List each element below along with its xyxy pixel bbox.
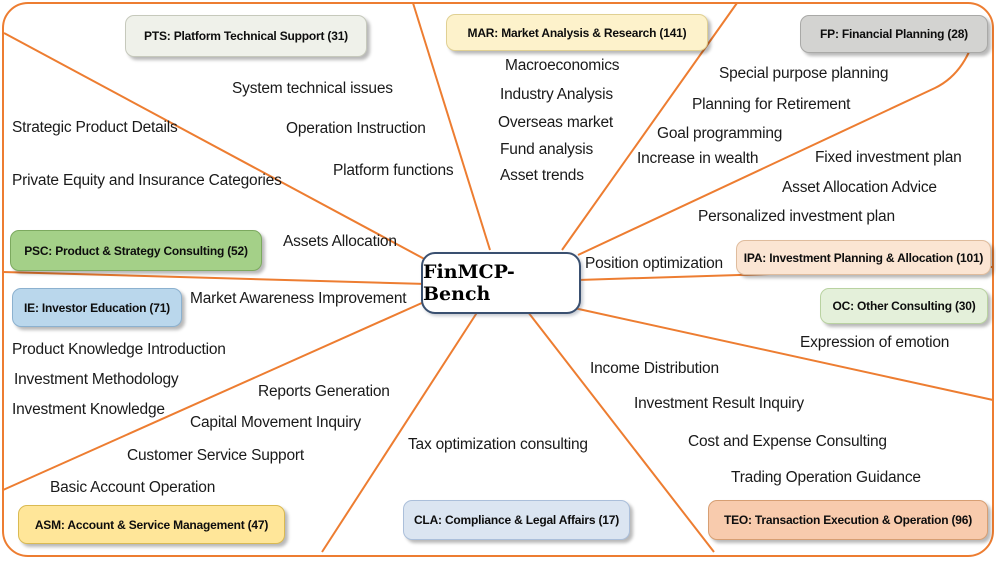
leaf-asset-allocation-advice: Asset Allocation Advice: [782, 179, 937, 196]
category-ie: IE: Investor Education (71): [12, 288, 182, 327]
leaf-basic-account-operation: Basic Account Operation: [50, 479, 216, 496]
category-asm-label: ASM: Account & Service Management (47): [34, 517, 269, 532]
category-ipa: IPA: Investment Planning & Allocation (1…: [736, 240, 991, 275]
leaf-expression-of-emotion: Expression of emotion: [800, 334, 950, 351]
leaf-planning-for-retirement: Planning for Retirement: [692, 96, 851, 113]
leaf-tax-optimization-consulting: Tax optimization consulting: [408, 436, 588, 453]
category-psc-label: PSC: Product & Strategy Consulting (52): [24, 243, 248, 258]
leaf-asset-trends: Asset trends: [500, 167, 584, 184]
leaf-macroeconomics: Macroeconomics: [505, 57, 620, 74]
leaf-industry-analysis: Industry Analysis: [500, 86, 613, 103]
leaf-private-equity-and-insurance-categories: Private Equity and Insurance Categories: [12, 172, 282, 189]
category-cla: CLA: Compliance & Legal Affairs (17): [403, 500, 630, 540]
connector-oc-teo: [573, 307, 994, 401]
category-oc: OC: Other Consulting (30): [820, 288, 988, 324]
leaf-special-purpose-planning: Special purpose planning: [719, 65, 889, 82]
leaf-market-awareness-improvement: Market Awareness Improvement: [190, 290, 407, 307]
leaf-investment-knowledge: Investment Knowledge: [12, 401, 165, 418]
connector-teo-cla: [527, 311, 715, 553]
leaf-strategic-product-details: Strategic Product Details: [12, 119, 178, 136]
leaf-income-distribution: Income Distribution: [590, 360, 719, 377]
leaf-reports-generation: Reports Generation: [258, 383, 390, 400]
connector-ie-psc: [2, 271, 428, 285]
category-mar-label: MAR: Market Analysis & Research (141): [467, 25, 687, 40]
center-title: FinMCP-Bench: [423, 261, 515, 305]
category-fp: FP: Financial Planning (28): [800, 15, 988, 53]
category-fp-label: FP: Financial Planning (28): [820, 27, 968, 41]
leaf-customer-service-support: Customer Service Support: [127, 447, 304, 464]
connector-cla-asm: [321, 310, 479, 553]
connector-mar-fp: [561, 2, 738, 251]
leaf-goal-programming: Goal programming: [657, 125, 783, 142]
leaf-trading-operation-guidance: Trading Operation Guidance: [731, 469, 921, 486]
leaf-assets-allocation: Assets Allocation: [283, 233, 397, 250]
category-ipa-label: IPA: Investment Planning & Allocation (1…: [743, 250, 984, 265]
center-topic: FinMCP-Bench: [421, 252, 581, 314]
category-pts-label: PTS: Platform Technical Support (31): [144, 29, 348, 43]
category-cla-label: CLA: Compliance & Legal Affairs (17): [413, 513, 620, 527]
category-pts: PTS: Platform Technical Support (31): [125, 15, 367, 57]
leaf-cost-and-expense-consulting: Cost and Expense Consulting: [688, 433, 887, 450]
leaf-system-technical-issues: System technical issues: [232, 80, 393, 97]
leaf-capital-movement-inquiry: Capital Movement Inquiry: [190, 414, 361, 431]
category-ie-label: IE: Investor Education (71): [24, 300, 170, 315]
leaf-fixed-investment-plan: Fixed investment plan: [815, 149, 962, 166]
leaf-fund-analysis: Fund analysis: [500, 141, 594, 158]
connector-asm-ie: [2, 297, 434, 491]
connector-pts-mar: [412, 2, 491, 251]
leaf-personalized-investment-plan: Personalized investment plan: [698, 208, 895, 225]
category-teo-label: TEO: Transaction Execution & Operation (…: [723, 513, 973, 527]
leaf-investment-result-inquiry: Investment Result Inquiry: [634, 395, 804, 412]
leaf-operation-instruction: Operation Instruction: [286, 120, 426, 137]
leaf-product-knowledge-introduction: Product Knowledge Introduction: [12, 341, 226, 358]
leaf-platform-functions: Platform functions: [333, 162, 454, 179]
category-teo: TEO: Transaction Execution & Operation (…: [708, 500, 988, 540]
leaf-position-optimization: Position optimization: [585, 255, 723, 272]
leaf-overseas-market: Overseas market: [498, 114, 614, 131]
connector-pts-psc: [3, 32, 431, 263]
category-oc-label: OC: Other Consulting (30): [832, 299, 976, 313]
leaf-investment-methodology: Investment Methodology: [14, 371, 179, 388]
category-mar: MAR: Market Analysis & Research (141): [446, 14, 708, 51]
category-asm: ASM: Account & Service Management (47): [18, 505, 285, 544]
category-psc: PSC: Product & Strategy Consulting (52): [10, 230, 262, 271]
leaf-increase-in-wealth: Increase in wealth: [637, 150, 759, 167]
